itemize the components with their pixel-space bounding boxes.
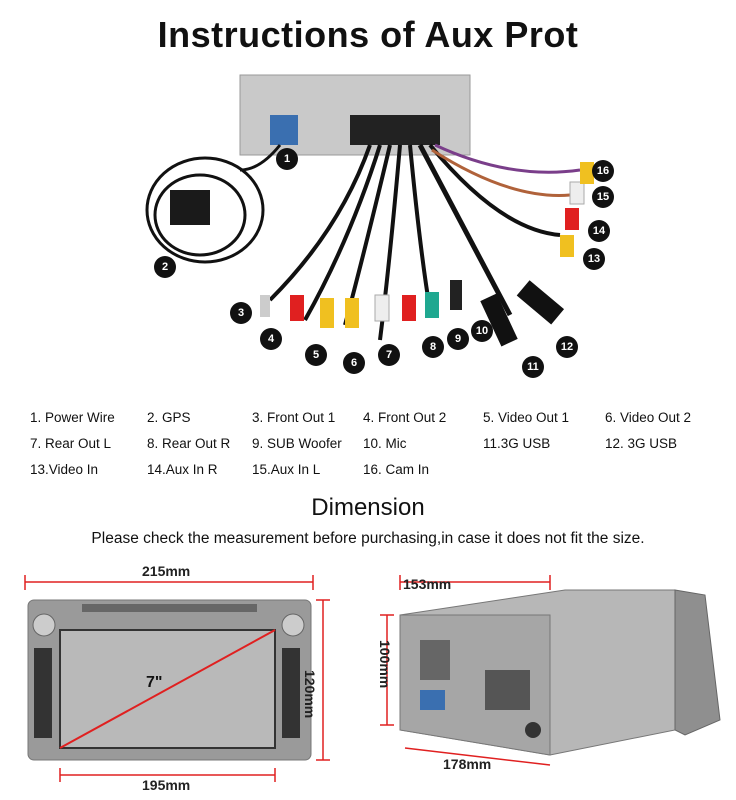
badge-9: 9 — [447, 328, 469, 350]
legend-item: 11.3G USB — [483, 435, 551, 451]
legend-item: 14.Aux In R — [147, 461, 218, 477]
legend-item: 7. Rear Out L — [30, 435, 112, 451]
legend-item: 9. SUB Woofer — [252, 435, 342, 451]
side-depth-top: 153mm — [403, 576, 452, 592]
legend-item: 6. Video Out 2 — [605, 409, 692, 425]
legend-item: 12. 3G USB — [605, 435, 678, 451]
legend-row: 1. Power Wire 2. GPS 3. Front Out 1 4. F… — [30, 404, 720, 430]
badge-1: 1 — [276, 148, 298, 170]
badge-15: 15 — [592, 186, 614, 208]
badge-3: 3 — [230, 302, 252, 324]
dimension-heading: Dimension — [311, 494, 425, 521]
badge-2: 2 — [154, 256, 176, 278]
badge-8: 8 — [422, 336, 444, 358]
side-unit-drawing — [380, 575, 721, 766]
legend-item: 13.Video In — [30, 461, 99, 477]
screen-size: 7" — [146, 674, 163, 691]
badge-4: 4 — [260, 328, 282, 350]
badge-14: 14 — [588, 220, 610, 242]
legend-item: 4. Front Out 2 — [363, 409, 447, 425]
front-unit-image: 215mm 120mm 195mm 7" — [20, 560, 360, 795]
port-legend: 1. Power Wire 2. GPS 3. Front Out 1 4. F… — [30, 404, 720, 482]
front-unit-drawing — [24, 575, 330, 782]
dimension-note: Please check the measurement before purc… — [91, 530, 645, 547]
legend-item: 2. GPS — [147, 409, 191, 425]
legend-row: 7. Rear Out L 8. Rear Out R 9. SUB Woofe… — [30, 430, 720, 456]
page-title: Instructions of Aux Prot — [157, 14, 579, 55]
badge-13: 13 — [583, 248, 605, 270]
legend-item: 8. Rear Out R — [147, 435, 231, 451]
side-depth-bottom: 178mm — [443, 756, 492, 772]
badge-7: 7 — [378, 344, 400, 366]
front-width-bottom: 195mm — [142, 777, 191, 793]
wiring-harness-image: 1 2 3 4 5 6 7 8 9 10 11 12 13 14 15 16 — [140, 70, 620, 400]
badge-5: 5 — [305, 344, 327, 366]
badge-11: 11 — [522, 356, 544, 378]
side-unit-image: 153mm 100mm 178mm — [375, 560, 730, 795]
front-height: 120mm — [302, 670, 318, 719]
legend-item: 16. Cam In — [363, 461, 430, 477]
legend-item: 15.Aux In L — [252, 461, 321, 477]
badge-12: 12 — [556, 336, 578, 358]
legend-item: 10. Mic — [363, 435, 407, 451]
front-width-top: 215mm — [142, 563, 191, 579]
badge-6: 6 — [343, 352, 365, 374]
legend-item: 3. Front Out 1 — [252, 409, 336, 425]
harness-drawing — [145, 74, 594, 347]
badge-10: 10 — [471, 320, 493, 342]
side-height: 100mm — [377, 640, 393, 689]
legend-item: 5. Video Out 1 — [483, 409, 570, 425]
legend-item: 1. Power Wire — [30, 409, 115, 425]
legend-row: 13.Video In 14.Aux In R 15.Aux In L 16. … — [30, 456, 720, 482]
badge-16: 16 — [592, 160, 614, 182]
